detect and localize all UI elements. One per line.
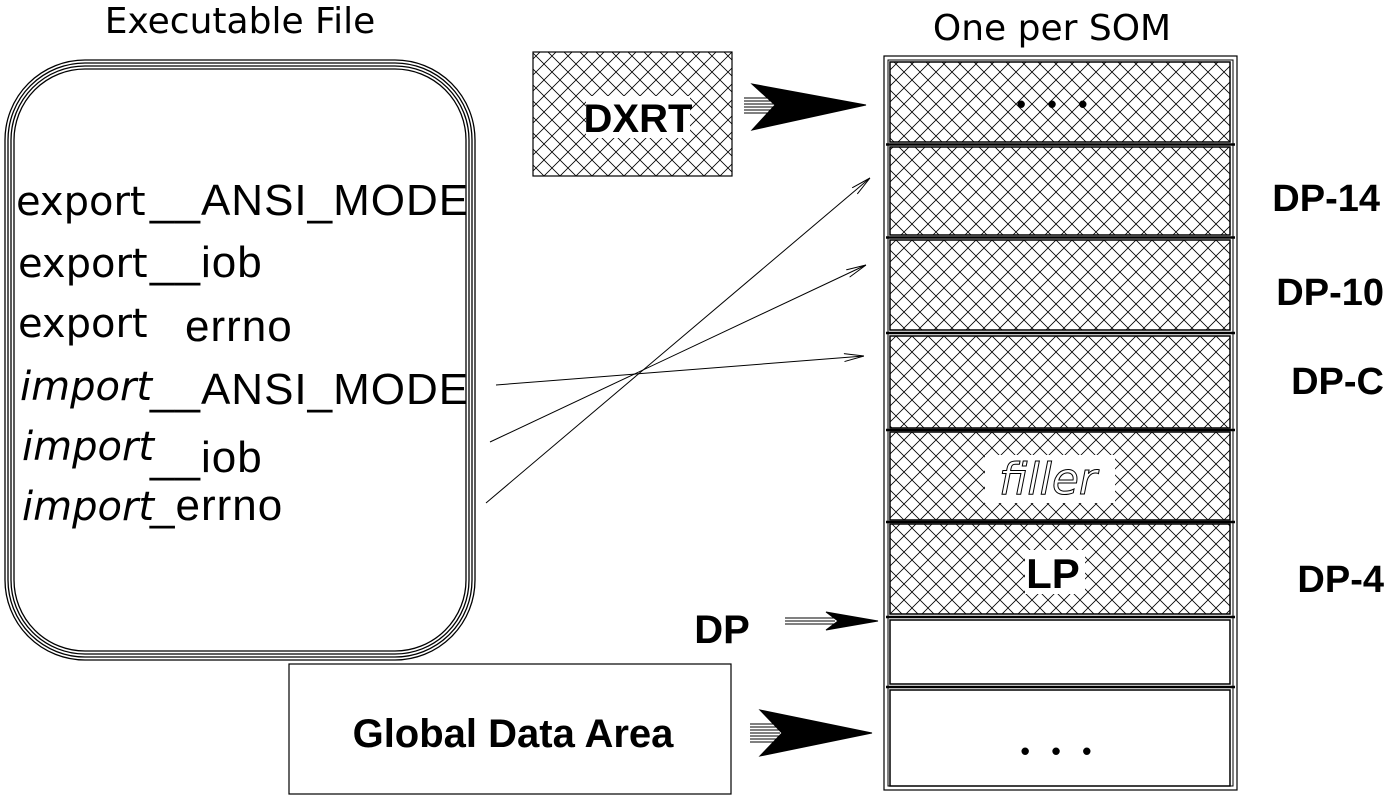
- dp-offset-labels: DP-14 DP-10 DP-C DP-4: [1272, 178, 1384, 601]
- dxrt-arrow: [744, 83, 867, 131]
- import-arrows: [485, 178, 870, 504]
- dxrt-label: DXRT: [584, 97, 693, 141]
- keyword-import: import: [22, 424, 155, 470]
- som-column: • • • filler LP • • •: [883, 55, 1238, 791]
- offset-label: DP-4: [1297, 559, 1384, 601]
- global-data-arrow: [750, 709, 873, 757]
- symbol-list: export __ANSI_MODE export __iob export e…: [16, 176, 469, 530]
- symbol-name: __ANSI_MODE: [149, 365, 469, 414]
- som-cell-top: [889, 61, 1231, 143]
- global-data-area-box: Global Data Area: [288, 663, 732, 795]
- symbol-name: _errno: [149, 481, 283, 530]
- symbol-name: __iob: [149, 238, 263, 287]
- keyword-import: import: [22, 484, 155, 530]
- keyword-export: export: [16, 179, 146, 225]
- som-cell-dpc: [889, 335, 1231, 429]
- dxrt-box: DXRT: [532, 51, 733, 177]
- symbol-name: __ANSI_MODE: [149, 176, 469, 225]
- dp-pointer-label: DP: [694, 608, 750, 652]
- lp-label: LP: [1026, 550, 1080, 597]
- keyword-import: import: [20, 364, 153, 410]
- som-cell-dp10: [889, 239, 1231, 331]
- symbol-name: errno: [185, 302, 293, 351]
- ellipsis-bottom-label: • • •: [1021, 736, 1092, 766]
- offset-label: DP-14: [1272, 178, 1380, 220]
- executable-file-border: [4, 59, 476, 661]
- keyword-export: export: [18, 301, 148, 347]
- global-data-area-label: Global Data Area: [353, 712, 675, 756]
- keyword-export: export: [18, 241, 148, 287]
- som-title: One per SOM: [933, 8, 1171, 49]
- symbol-name: __iob: [149, 433, 263, 482]
- som-cell-empty: [889, 619, 1231, 685]
- som-cell-dp14: [889, 146, 1231, 236]
- dp-pointer-arrow: [785, 611, 879, 631]
- executable-file-title: Executable File: [105, 1, 376, 42]
- filler-label: filler: [999, 454, 1100, 505]
- ellipsis-top-label: • • •: [1017, 89, 1088, 119]
- offset-label: DP-C: [1291, 361, 1384, 403]
- offset-label: DP-10: [1276, 272, 1384, 314]
- som-cell-bottom: [889, 689, 1231, 787]
